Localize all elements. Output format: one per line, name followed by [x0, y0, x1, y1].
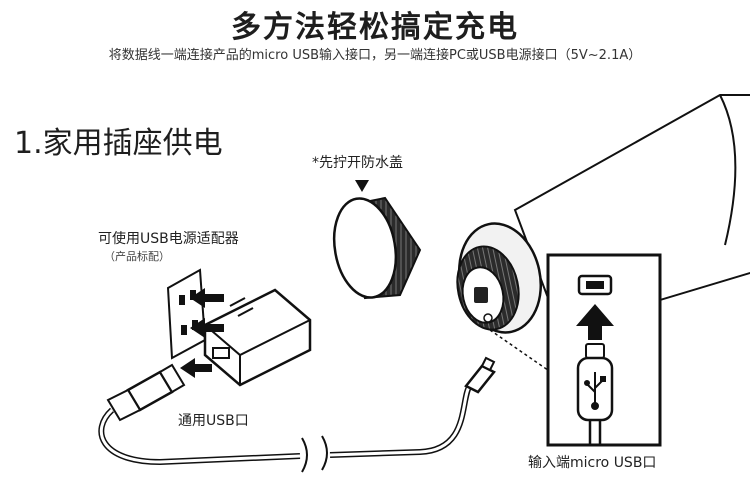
arrow-down-icon	[355, 180, 369, 192]
micro-usb-plug	[464, 356, 496, 394]
arrow-up-icon	[576, 304, 614, 340]
page-title: 多方法轻松搞定充电	[231, 10, 519, 45]
micro-usb-port-label: 输入端micro USB口	[528, 455, 657, 471]
page-subtitle: 将数据线一端连接产品的micro USB输入接口，另一端连接PC或USB电源接口…	[108, 48, 642, 63]
usb-adapter	[203, 288, 312, 387]
usb-symbol-icon	[584, 372, 606, 410]
usb-a-plug	[106, 363, 186, 422]
usb-port-label: 通用USB口	[178, 413, 249, 429]
adapter-note-label: （产品标配）	[104, 250, 170, 263]
cap-instruction-label: *先拧开防水盖	[312, 155, 403, 171]
section-heading: 1.家用插座供电	[14, 126, 223, 161]
micro-usb-port	[474, 287, 488, 303]
wall-outlet	[166, 268, 207, 360]
waterproof-cap	[332, 180, 422, 300]
arrow-left-icon	[180, 288, 224, 378]
adapter-label: 可使用USB电源适配器	[98, 231, 239, 247]
micro-usb-callout	[546, 253, 662, 447]
